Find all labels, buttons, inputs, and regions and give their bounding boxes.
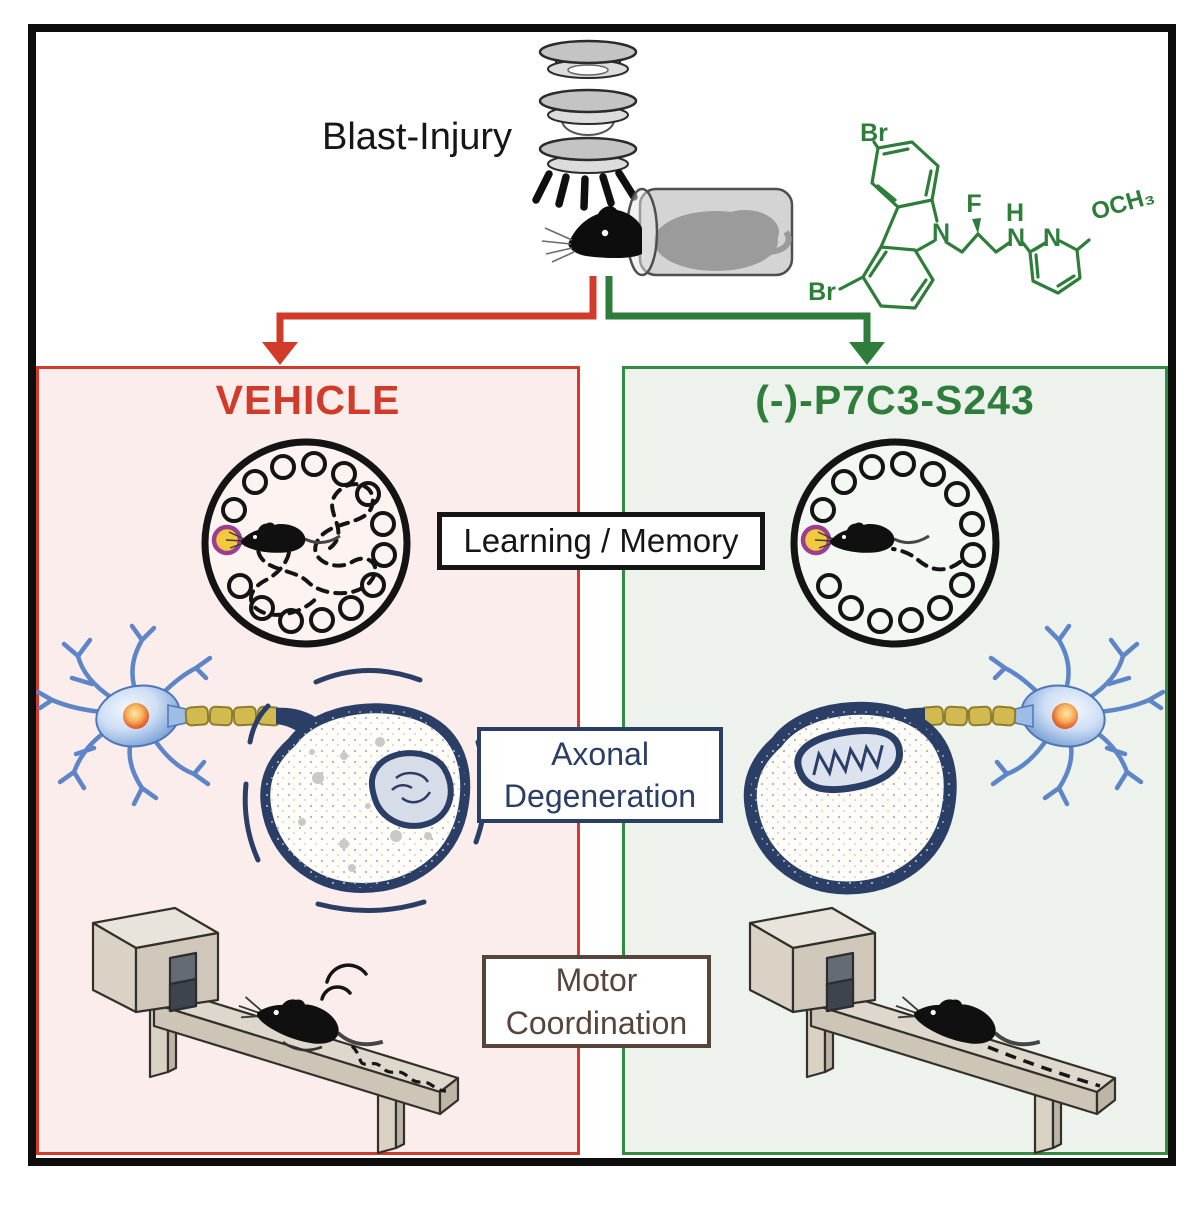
slip-mark [282, 1040, 323, 1052]
erratic-search-path [249, 482, 378, 617]
mouse-whiskers [541, 227, 575, 263]
damaged-mitochondrion [368, 750, 454, 829]
blast-disc-bottom [538, 136, 638, 174]
fluorine-wedge-bond [972, 218, 981, 234]
atom-label-h: H [1006, 199, 1024, 227]
treatment-beam-assembly [748, 906, 1117, 1155]
mouse-eye [601, 229, 609, 237]
vehicle-beam-assembly [91, 906, 460, 1155]
motor-coordination-box: Motor Coordination [482, 955, 711, 1048]
treatment-arrow [605, 276, 885, 365]
treatment-neuron [743, 626, 1163, 895]
atom-label-n-pyridine: N [1043, 224, 1061, 252]
treatment-maze [790, 438, 1000, 648]
treatment-panel-title: (-)-P7C3-S243 [755, 377, 1035, 423]
learning-memory-box: Learning / Memory [437, 512, 765, 570]
axonal-label-line2: Degeneration [503, 778, 697, 814]
straight-trail [987, 1045, 1101, 1088]
vehicle-maze [201, 438, 411, 648]
blast-disc-top [538, 39, 638, 79]
learning-memory-label: Learning / Memory [463, 522, 739, 559]
motor-label-line1: Motor [555, 962, 638, 999]
vehicle-arrow [262, 276, 597, 365]
wobble-arcs [320, 963, 368, 1001]
maze-holes [810, 451, 986, 634]
blast-injury-label: Blast-Injury [322, 116, 513, 158]
axonal-label-line1: Axonal [551, 735, 649, 772]
maze-holes [221, 451, 397, 634]
atom-label-br-top: Br [860, 119, 888, 147]
vehicle-panel-title: VEHICLE [215, 377, 401, 423]
blast-device [532, 39, 638, 211]
compound-bonds [838, 140, 1091, 310]
atom-label-f: F [966, 190, 981, 218]
blast-disc-middle [538, 88, 638, 136]
atom-label-n-amine: N [1007, 224, 1025, 252]
direct-search-path [891, 547, 962, 572]
healthy-mitochondrion [794, 727, 904, 794]
blast-rays [532, 169, 638, 211]
atom-label-br-bottom: Br [808, 278, 836, 306]
vehicle-neuron [38, 626, 489, 914]
mouse-in-tube [541, 187, 794, 277]
atom-label-n-carbazole: N [932, 219, 950, 247]
motor-label-line2: Coordination [505, 1004, 688, 1041]
mouse-body-gray [654, 210, 792, 271]
compound-structure: Br Br N F H N N OCH₃ [808, 119, 1158, 310]
wobbly-trail [350, 1044, 447, 1093]
axonal-degeneration-box: Axonal Degeneration [477, 727, 723, 823]
outer-frame [28, 24, 1176, 1166]
